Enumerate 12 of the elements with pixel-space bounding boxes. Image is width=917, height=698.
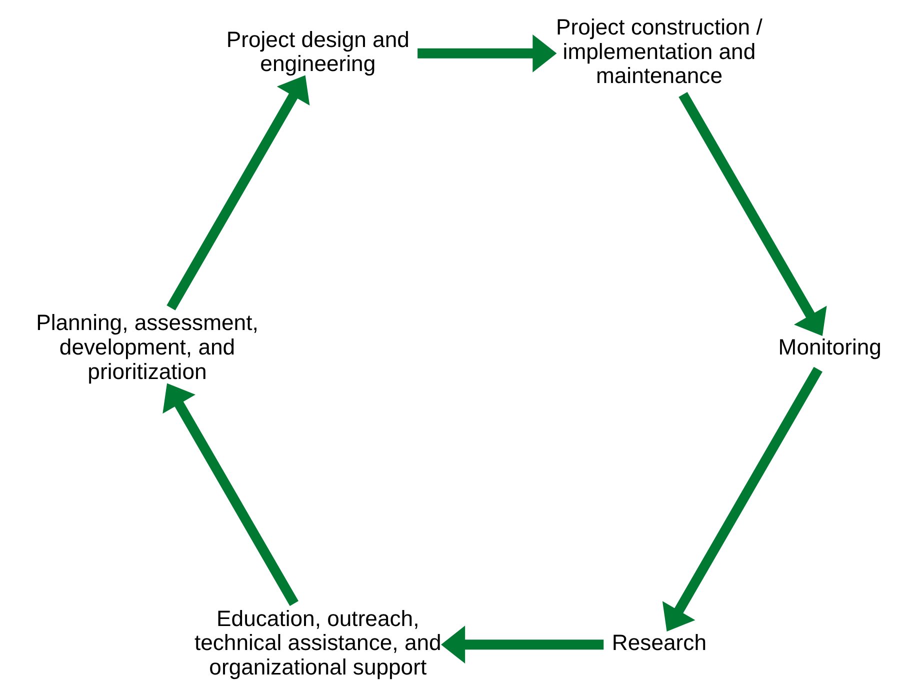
node-text: Education, outreach, technical assistance, and organizational support: [194, 606, 441, 680]
node-text: Monitoring: [778, 334, 881, 360]
node-text: Planning, assessment, development, and prioritization: [36, 310, 258, 384]
arrow: [417, 34, 556, 72]
arrow: [166, 75, 310, 310]
arrow: [440, 626, 604, 664]
node-text: Project design and engineering: [226, 26, 409, 76]
arrow: [662, 366, 822, 632]
arrow: [162, 383, 298, 606]
node-text: Research: [611, 630, 706, 656]
arrow: [678, 92, 826, 336]
node-text: Project construction / implementation and maintenance: [556, 14, 762, 88]
